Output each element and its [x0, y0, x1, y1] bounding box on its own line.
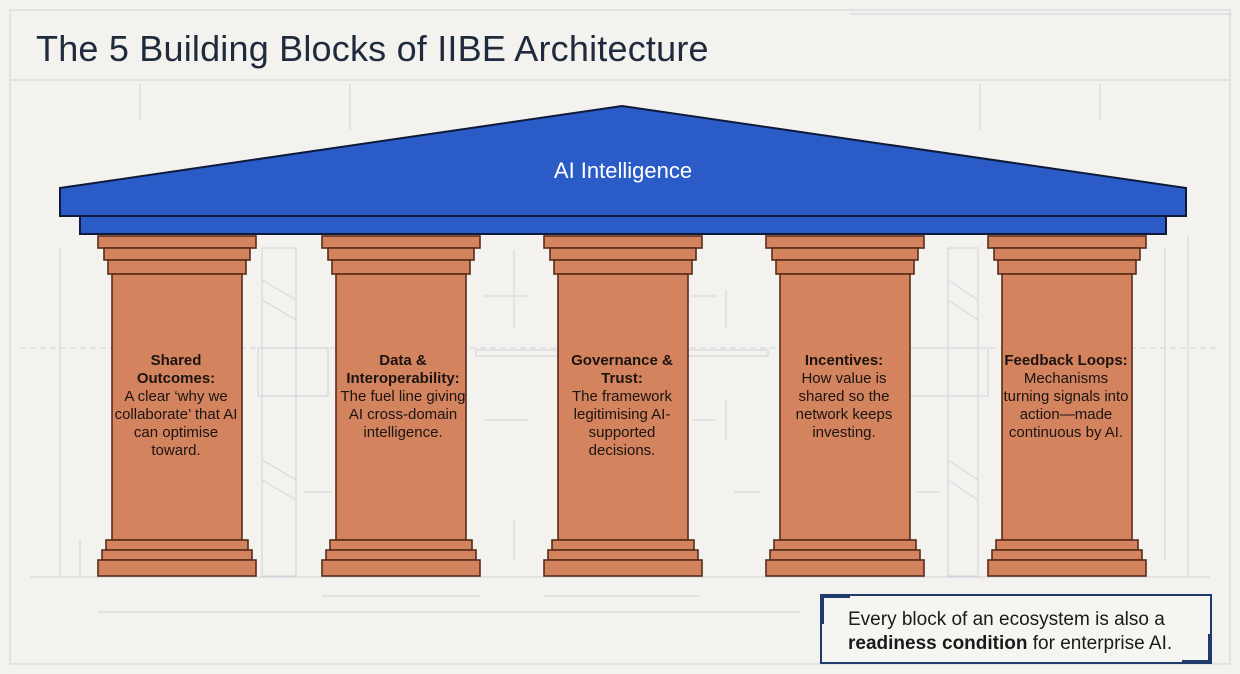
roof-pediment [59, 104, 1187, 217]
pillar-capital-low [997, 259, 1137, 275]
pillar-capital-mid [327, 247, 475, 261]
callout-rest: for enterprise AI. [1027, 633, 1173, 654]
pillar-capital-mid [771, 247, 919, 261]
pillar-capital-top [987, 235, 1147, 249]
pillar-4-text: Incentives: How value is shared so the n… [780, 352, 908, 442]
pillars-group [97, 235, 1147, 577]
pillar-base-bottom [321, 559, 481, 577]
pillar-capital-top [765, 235, 925, 249]
roof-beam [79, 215, 1167, 235]
pillar-base-top [329, 539, 473, 551]
pillar-capital-top [321, 235, 481, 249]
callout-bold: readiness condition [848, 633, 1028, 654]
pillar-2-body: The fuel line giving AI cross-domain int… [340, 388, 466, 441]
pillar-base-top [551, 539, 695, 551]
pillar-4-body: How value is shared so the network keeps… [795, 370, 893, 441]
pillar-base-bottom [97, 559, 257, 577]
callout-corners [820, 594, 1212, 664]
pillar-4-title: Incentives: [804, 352, 884, 369]
pillar-1-title: Shared Outcomes: [136, 352, 216, 387]
pillar-base-top [995, 539, 1139, 551]
pillar-2 [321, 235, 481, 577]
pillar-shaft [335, 273, 467, 541]
pillar-3-title: Governance & Trust: [571, 352, 673, 387]
pillar-base-bottom [987, 559, 1147, 577]
roof [59, 104, 1187, 235]
pillar-base-bottom [765, 559, 925, 577]
pillar-base-mid [769, 549, 921, 561]
pillar-capital-top [543, 235, 703, 249]
pillar-5-text: Feedback Loops: Mechanisms turning signa… [1002, 352, 1130, 442]
callout-text: Every block of an ecosystem is also a re… [848, 608, 1208, 656]
pillar-base-top [773, 539, 917, 551]
pillar-5-title: Feedback Loops: [1004, 352, 1128, 369]
callout-box: Every block of an ecosystem is also a re… [820, 594, 1212, 664]
pillar-1 [97, 235, 257, 577]
pillar-2-text: Data & Interoperability: The fuel line g… [336, 352, 470, 442]
pillar-1-body: A clear ‘why we collaborate’ that AI can… [114, 388, 238, 459]
pillar-base-bottom [543, 559, 703, 577]
pillar-capital-mid [993, 247, 1141, 261]
pillar-capital-mid [103, 247, 251, 261]
pillar-5 [987, 235, 1147, 577]
pillar-base-mid [325, 549, 477, 561]
pillar-5-body: Mechanisms turning signals into action—m… [1003, 370, 1129, 441]
pillar-4 [765, 235, 925, 577]
pillar-capital-low [331, 259, 471, 275]
pillar-3 [543, 235, 703, 577]
pillar-capital-low [553, 259, 693, 275]
pillar-capital-low [107, 259, 247, 275]
pillar-capital-mid [549, 247, 697, 261]
pillar-capital-low [775, 259, 915, 275]
page-title: The 5 Building Blocks of IIBE Architectu… [36, 28, 709, 69]
pillar-base-mid [991, 549, 1143, 561]
pillar-3-body: The framework legitimising AI-supported … [571, 388, 673, 459]
pillar-base-mid [547, 549, 699, 561]
pillar-shaft [557, 273, 689, 541]
pillar-2-title: Data & Interoperability: [346, 352, 460, 387]
blueprint-lines [9, 9, 1232, 665]
pillar-capital-top [97, 235, 257, 249]
roof-label: AI Intelligence [553, 158, 693, 183]
pillar-base-mid [101, 549, 253, 561]
pillar-base-top [105, 539, 249, 551]
pillar-shaft [1001, 273, 1133, 541]
pillar-3-text: Governance & Trust: The framework legiti… [558, 352, 686, 460]
pillar-1-text: Shared Outcomes: A clear ‘why we collabo… [112, 352, 240, 460]
callout-line1: Every block of an ecosystem is also a [848, 609, 1165, 630]
